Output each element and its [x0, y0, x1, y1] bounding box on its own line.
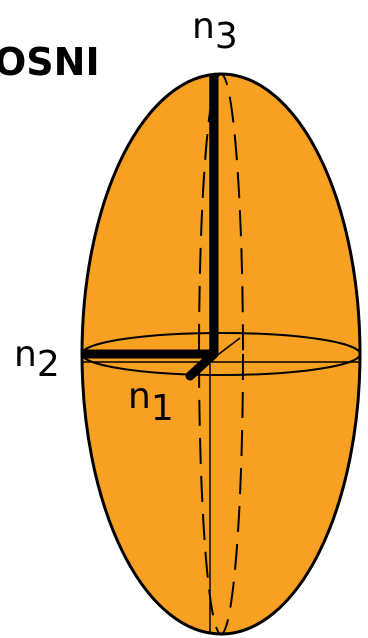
axis-label-n3: n3: [192, 6, 238, 57]
axis-label-n3-symbol: n: [192, 6, 215, 47]
axis-label-n1: n1: [128, 376, 174, 429]
axis-label-n1-symbol: n: [128, 376, 151, 417]
meridian-ellipse: [198, 73, 244, 635]
axis-n1-arrow: [185, 349, 219, 381]
axis-label-n2-subscript: 2: [37, 344, 60, 385]
axis-label-n3-subscript: 3: [215, 16, 238, 57]
axis-label-n2: n2: [14, 334, 60, 385]
axis-label-n1-subscript: 1: [151, 388, 174, 429]
title-fragment: OSNI: [0, 40, 100, 84]
axis-label-n2-symbol: n: [14, 334, 37, 375]
